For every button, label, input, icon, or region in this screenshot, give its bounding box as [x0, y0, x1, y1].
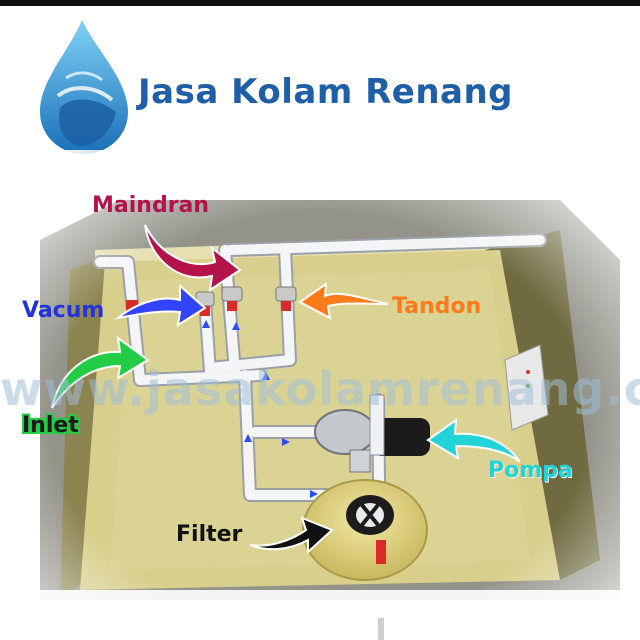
label-pompa: Pompa	[488, 458, 573, 483]
label-vacum: Vacum	[22, 298, 105, 323]
maindran-arrow	[144, 224, 242, 293]
tandon-arrow	[298, 281, 389, 320]
pompa-arrow	[426, 417, 521, 463]
label-inlet: Inlet	[22, 413, 79, 438]
watermark: www.jasakolamrenang.com	[0, 362, 640, 416]
top-strip	[0, 0, 640, 6]
label-filter: Filter	[176, 522, 243, 547]
filter-arrow	[249, 516, 334, 555]
label-tandon: Tandon	[392, 294, 482, 319]
inlet-arrow	[51, 335, 150, 409]
label-maindran: Maindran	[92, 193, 210, 218]
water-drop-logo-icon	[40, 20, 128, 154]
brand-name: Jasa Kolam Renang	[138, 72, 514, 112]
vacum-arrow	[114, 283, 207, 328]
